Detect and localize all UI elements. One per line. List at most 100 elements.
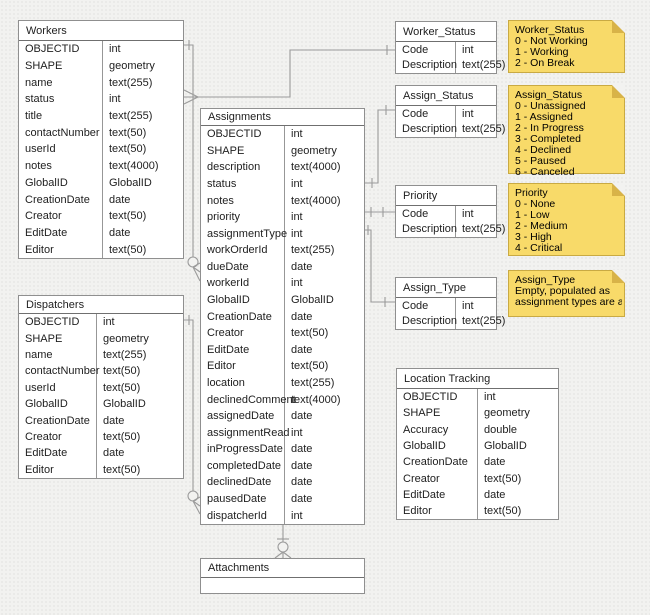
field-name: Creator [19,428,97,446]
field-type: date [109,226,131,239]
field-type: text(50) [103,381,141,394]
field-type: text(4000) [291,194,341,207]
field-name: Description [396,221,457,238]
field-type: date [291,343,313,356]
field-row: completedDate date [201,457,364,475]
field-type: int [291,227,303,240]
field-type: GlobalID [109,176,152,189]
field-type: GlobalID [291,294,334,307]
field-name: CreationDate [201,308,285,325]
field-type: int [484,391,496,404]
field-type: date [291,476,313,489]
field-name: Code [396,106,456,122]
field-type: int [291,426,303,439]
field-name: contactNumber [19,363,100,380]
field-type: int [291,128,303,141]
field-name: location [201,374,285,392]
field-type: text(255) [103,348,147,361]
field-name: EditDate [19,224,103,242]
field-type: int [462,43,474,56]
field-row: Creator text(50) [397,470,558,487]
connector-dispatchers-assignments [184,315,201,515]
table-title: Attachments [201,559,364,578]
note-line: 3 - High [515,232,552,243]
field-name: EditDate [201,341,285,359]
field-name: workOrderId [201,242,285,259]
table-title: Priority [396,186,496,206]
field-type: text(50) [484,505,522,518]
zero-circle [277,541,289,553]
field-type: text(255) [462,223,506,236]
field-type: int [291,509,303,522]
table-title: Dispatchers [19,296,183,314]
field-name: Code [396,298,456,314]
field-name: completedDate [201,457,285,475]
note-line: 1 - Working [515,47,569,58]
field-type: int [462,107,474,120]
table-title: Assign_Status [396,86,496,106]
note-line: 0 - Unassigned [515,101,586,112]
field-type: GlobalID [103,398,146,411]
note-line: 2 - On Break [515,58,575,69]
note-line: 2 - Medium [515,221,568,232]
field-name: pausedDate [201,490,285,508]
field-type: geometry [484,407,530,420]
field-name: Description [396,121,457,138]
field-type: text(4000) [291,161,341,174]
field-type: text(50) [109,143,147,156]
field-name: priority [201,208,285,226]
empty-row [201,578,364,593]
field-type: text(4000) [291,393,341,406]
note-title: Assign_Status [515,90,583,101]
field-name: name [19,74,103,92]
field-name: EditDate [19,445,97,462]
field-type: int [109,93,121,106]
field-type: date [291,459,313,472]
field-row: workOrderId text(255) [201,242,364,259]
field-type: text(255) [291,244,335,257]
field-name: declinedComment [201,391,296,408]
connector-assigntype-assignments [365,225,395,307]
field-type: text(50) [484,472,522,485]
field-name: Editor [201,358,285,375]
field-name: SHAPE [19,330,97,347]
field-name: Creator [397,470,478,487]
field-type: text(50) [291,360,329,373]
field-type: text(50) [103,430,141,443]
field-type: text(255) [109,110,153,123]
field-type: int [109,43,121,56]
field-name: workerId [201,275,285,292]
crow-foot [183,89,199,105]
field-name: assignmentRead [201,424,290,441]
